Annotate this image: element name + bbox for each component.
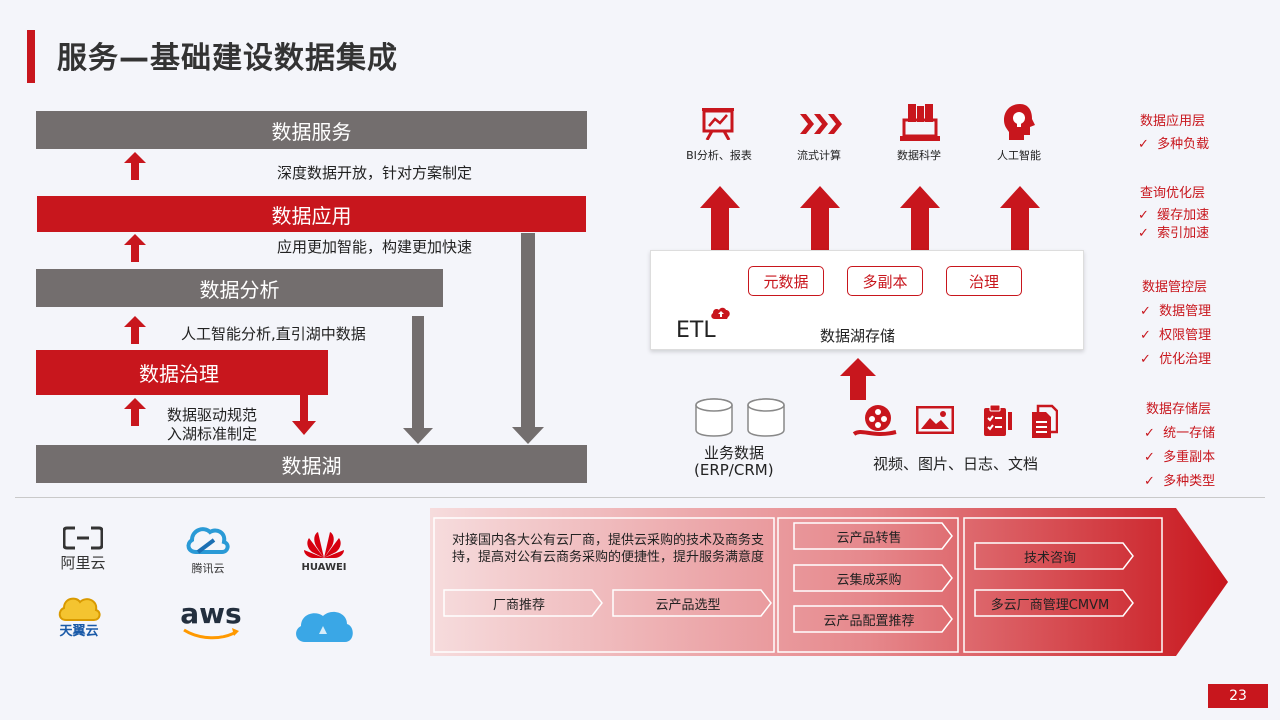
image-icon bbox=[916, 406, 954, 434]
up-arrow-icon bbox=[840, 358, 876, 400]
aws-smile-icon bbox=[183, 628, 239, 640]
layer-item: ✓ 多重副本 bbox=[1144, 450, 1216, 465]
icon-label-science: 数据科学 bbox=[897, 149, 941, 162]
document-icon bbox=[1032, 404, 1058, 438]
layer-title-query: 查询优化层 bbox=[1140, 186, 1206, 201]
band-data-application: 数据应用 bbox=[37, 196, 586, 232]
aliyun-logo-icon bbox=[63, 526, 103, 550]
chevrons-right-icon bbox=[800, 114, 842, 134]
etl-label: ETL bbox=[676, 318, 716, 343]
tencent-cloud-logo-icon bbox=[186, 527, 230, 554]
up-arrow-icon bbox=[124, 398, 146, 426]
up-arrow-icon bbox=[800, 186, 840, 254]
laptop-books-icon bbox=[900, 104, 940, 141]
up-arrow-icon bbox=[124, 234, 146, 262]
band-data-service: 数据服务 bbox=[36, 111, 587, 149]
tianyi-cloud-logo-icon bbox=[58, 597, 101, 621]
icon-label-stream: 流式计算 bbox=[797, 149, 841, 162]
note-service: 深度数据开放，针对方案制定 bbox=[277, 164, 473, 182]
media-label: 视频、图片、日志、文档 bbox=[873, 455, 1039, 473]
layer-title-application: 数据应用层 bbox=[1140, 114, 1206, 129]
database-icon bbox=[747, 398, 785, 437]
layer-item: ✓ 统一存储 bbox=[1144, 426, 1216, 441]
tag-replica: 多副本 bbox=[847, 266, 923, 296]
layer-item: ✓ 权限管理 bbox=[1140, 328, 1212, 343]
band-data-lake: 数据湖 bbox=[36, 445, 587, 483]
tag-metadata: 元数据 bbox=[748, 266, 824, 296]
business-data-label: 业务数据 bbox=[704, 444, 765, 462]
database-icon bbox=[695, 398, 733, 437]
step-product-resale: 云产品转售 bbox=[836, 530, 902, 546]
down-arrow-icon bbox=[403, 316, 433, 444]
layer-item: ✓ 缓存加速 bbox=[1138, 208, 1210, 223]
step-integrated-procurement: 云集成采购 bbox=[836, 572, 902, 588]
step-config-recommend: 云产品配置推荐 bbox=[823, 613, 915, 629]
ai-head-icon bbox=[1004, 104, 1035, 140]
step-tech-consulting: 技术咨询 bbox=[1023, 550, 1076, 566]
up-arrow-icon bbox=[900, 186, 940, 254]
note-governance-1: 数据驱动规范 bbox=[167, 406, 258, 424]
up-arrow-icon bbox=[700, 186, 740, 254]
icon-label-bi: BI分析、报表 bbox=[686, 149, 752, 162]
logo-huawei: HUAWEI bbox=[301, 562, 347, 573]
blue-cloud-logo-icon bbox=[296, 611, 353, 642]
page-title: 服务—基础建设数据集成 bbox=[57, 41, 398, 76]
layer-title-control: 数据管控层 bbox=[1142, 280, 1208, 295]
step-product-selection: 云产品选型 bbox=[655, 597, 721, 613]
up-arrow-icon bbox=[1000, 186, 1040, 254]
page-number: 23 bbox=[1208, 684, 1268, 708]
note-analysis: 人工智能分析,直引湖中数据 bbox=[181, 325, 366, 343]
lake-storage-label: 数据湖存储 bbox=[820, 327, 896, 345]
service-description: 对接国内各大公有云厂商，提供云采购的技术及商务支持，提高对公有云商务采购的便捷性… bbox=[452, 533, 765, 565]
up-arrow-icon bbox=[124, 316, 146, 344]
logo-aws: aws bbox=[180, 597, 242, 630]
icon-label-ai: 人工智能 bbox=[997, 149, 1041, 162]
down-arrow-icon bbox=[292, 395, 316, 435]
step-vendor-recommend: 厂商推荐 bbox=[492, 597, 545, 613]
business-data-sub-label: (ERP/CRM) bbox=[694, 461, 774, 479]
layer-item: ✓ 索引加速 bbox=[1138, 226, 1210, 241]
note-governance-2: 入湖标准制定 bbox=[167, 425, 258, 443]
up-arrow-icon bbox=[124, 152, 146, 180]
presentation-chart-icon bbox=[702, 108, 734, 140]
band-data-analysis: 数据分析 bbox=[36, 269, 443, 307]
layer-item: ✓ 优化治理 bbox=[1140, 352, 1212, 367]
down-arrow-icon bbox=[512, 233, 544, 444]
layer-title-storage: 数据存储层 bbox=[1146, 402, 1212, 417]
band-data-governance: 数据治理 bbox=[36, 350, 328, 395]
logo-aliyun: 阿里云 bbox=[60, 554, 106, 572]
title-accent-bar bbox=[27, 30, 35, 83]
film-reel-icon bbox=[852, 405, 897, 436]
clipboard-log-icon bbox=[984, 404, 1012, 436]
note-application: 应用更加智能，构建更加快速 bbox=[277, 238, 473, 256]
tag-governance: 治理 bbox=[946, 266, 1022, 296]
huawei-logo-icon bbox=[304, 532, 344, 558]
logo-tencent: 腾讯云 bbox=[191, 562, 225, 575]
cloud-upload-icon bbox=[711, 307, 730, 319]
service-flow-arrow bbox=[430, 508, 1228, 656]
layer-item: ✓ 数据管理 bbox=[1140, 304, 1212, 319]
layer-item: ✓ 多种负载 bbox=[1138, 137, 1210, 152]
section-divider bbox=[15, 497, 1265, 498]
step-cmvm: 多云厂商管理CMVM bbox=[990, 597, 1110, 613]
layer-item: ✓ 多种类型 bbox=[1144, 474, 1216, 489]
logo-tianyi: 天翼云 bbox=[59, 624, 99, 639]
